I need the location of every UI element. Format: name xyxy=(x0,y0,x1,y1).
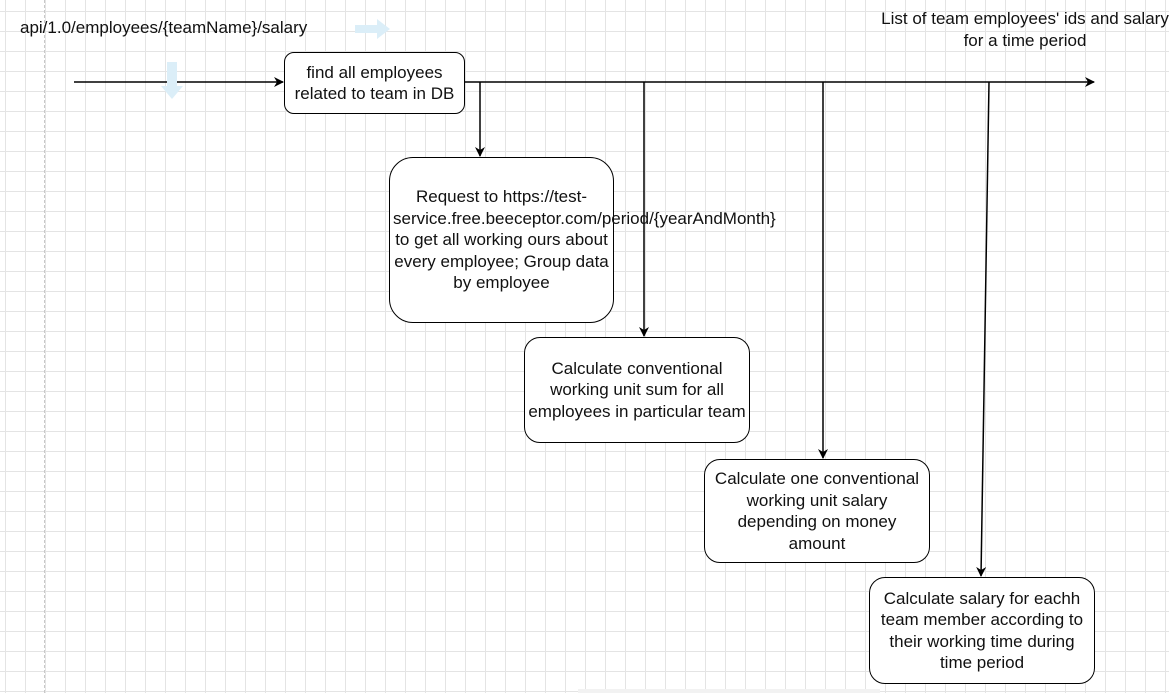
swimlane-guide-line xyxy=(44,0,45,693)
member-salary-node[interactable]: Calculate salary for eachh team member a… xyxy=(869,577,1095,684)
unit-salary-node[interactable]: Calculate one conventional working unit … xyxy=(704,459,930,563)
arrow-right-icon xyxy=(355,19,390,39)
find-employees-node[interactable]: find all employees related to team in DB xyxy=(284,52,465,114)
api-endpoint-label: api/1.0/employees/{teamName}/salary xyxy=(20,18,308,37)
branch-arrow-member-salary xyxy=(976,81,990,577)
request-periods-node[interactable]: Request to https://test-service.free.bee… xyxy=(389,157,776,323)
find-employees-text: find all employees related to team in DB xyxy=(294,62,455,104)
result-description-label: List of team employees' ids and salary f… xyxy=(881,9,1169,50)
conventional-sum-node[interactable]: Calculate conventional working unit sum … xyxy=(524,337,750,443)
canvas-bottom-strip xyxy=(578,689,880,693)
unit-salary-text: Calculate one conventional working unit … xyxy=(714,469,920,553)
arrow-down-icon xyxy=(161,62,183,99)
request-periods-text: Request to https://test-service.free.bee… xyxy=(393,187,776,293)
member-salary-text: Calculate salary for eachh team member a… xyxy=(880,588,1084,673)
conventional-sum-text: Calculate conventional working unit sum … xyxy=(528,358,746,421)
